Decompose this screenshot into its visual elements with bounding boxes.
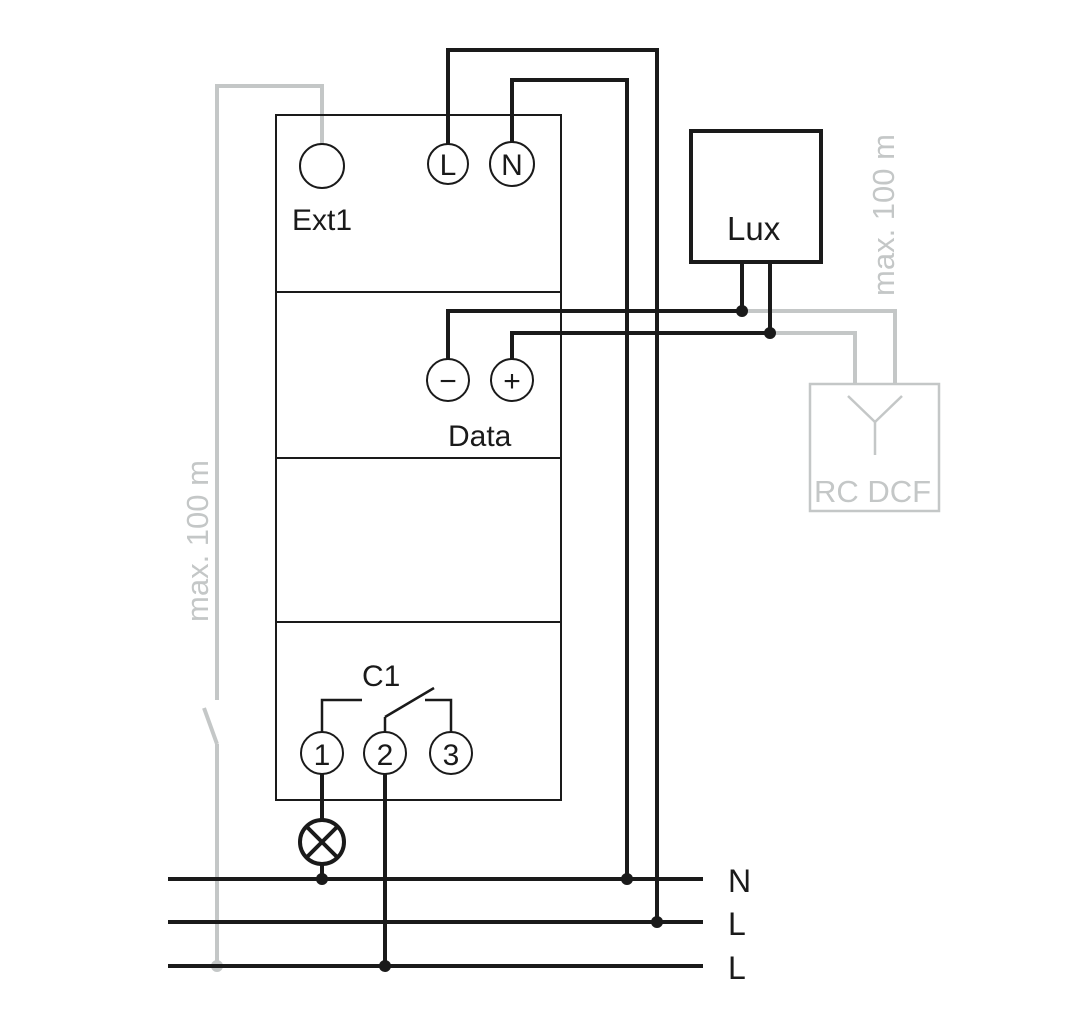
- ext1-distance-label: max. 100 m: [180, 460, 215, 622]
- lamp-n-junction: [316, 873, 328, 885]
- dcf-receiver-label: RC DCF: [814, 474, 931, 509]
- terminal-n-label: N: [501, 149, 523, 182]
- relay-section: C1 1 2 3: [300, 660, 473, 775]
- data-plus-wire: [510, 262, 772, 364]
- l-supply-wire: [446, 48, 659, 922]
- power-section: Ext1 L N: [292, 141, 535, 237]
- n-supply-wire: [510, 78, 629, 879]
- contact-3-label: 3: [443, 739, 460, 772]
- contact-3-terminal: [429, 731, 473, 775]
- dcf-receiver-wiring: [742, 309, 897, 384]
- contact-1-terminal: [300, 731, 344, 775]
- dcf-receiver: RC DCF: [808, 382, 941, 513]
- data-bus-wiring: [446, 262, 776, 364]
- lux-label: Lux: [727, 210, 781, 247]
- power-supply-wiring: [446, 48, 659, 922]
- output-wiring: [316, 774, 391, 972]
- data-minus-junction: [736, 305, 748, 317]
- terminal-l: [427, 143, 469, 185]
- data-section: − + Data: [426, 358, 534, 453]
- data-minus-terminal: [426, 358, 470, 402]
- contact-2-terminal: [363, 731, 407, 775]
- terminal-n: [489, 141, 535, 187]
- terminal-l-label: L: [440, 149, 457, 182]
- data-minus-label: −: [439, 365, 457, 398]
- lamp-icon: [298, 818, 346, 866]
- bus-label-n: N: [728, 863, 751, 899]
- common-l-junction: [379, 960, 391, 972]
- lux-sensor: Lux: [689, 129, 823, 264]
- ext1-label: Ext1: [292, 204, 352, 237]
- channel-label: C1: [362, 660, 400, 693]
- bus-lines: [168, 873, 703, 968]
- data-plus-label: +: [503, 365, 521, 398]
- n-junction: [621, 873, 633, 885]
- antenna-icon: [847, 395, 903, 455]
- contact-2-label: 2: [377, 739, 394, 772]
- dcf-wire-minus: [742, 309, 897, 384]
- contact-1-label: 1: [314, 739, 331, 772]
- data-minus-wire: [446, 262, 744, 364]
- data-plus-terminal: [490, 358, 534, 402]
- lux-sensor-box: [689, 129, 823, 264]
- data-plus-junction: [764, 327, 776, 339]
- relay-switch-blade: [384, 686, 435, 719]
- bus-label-l2: L: [728, 950, 746, 986]
- data-label: Data: [448, 420, 512, 453]
- ext1-push-button: [202, 707, 219, 745]
- l1-junction: [651, 916, 663, 928]
- contact-1-lead: [320, 698, 362, 732]
- device-housing: [275, 114, 562, 801]
- dcf-wire-plus: [770, 331, 857, 384]
- bus-label-l1: L: [728, 906, 746, 942]
- dcf-distance-label: max. 100 m: [866, 134, 901, 296]
- contact-3-lead: [425, 698, 453, 732]
- ext1-terminal: [299, 143, 345, 189]
